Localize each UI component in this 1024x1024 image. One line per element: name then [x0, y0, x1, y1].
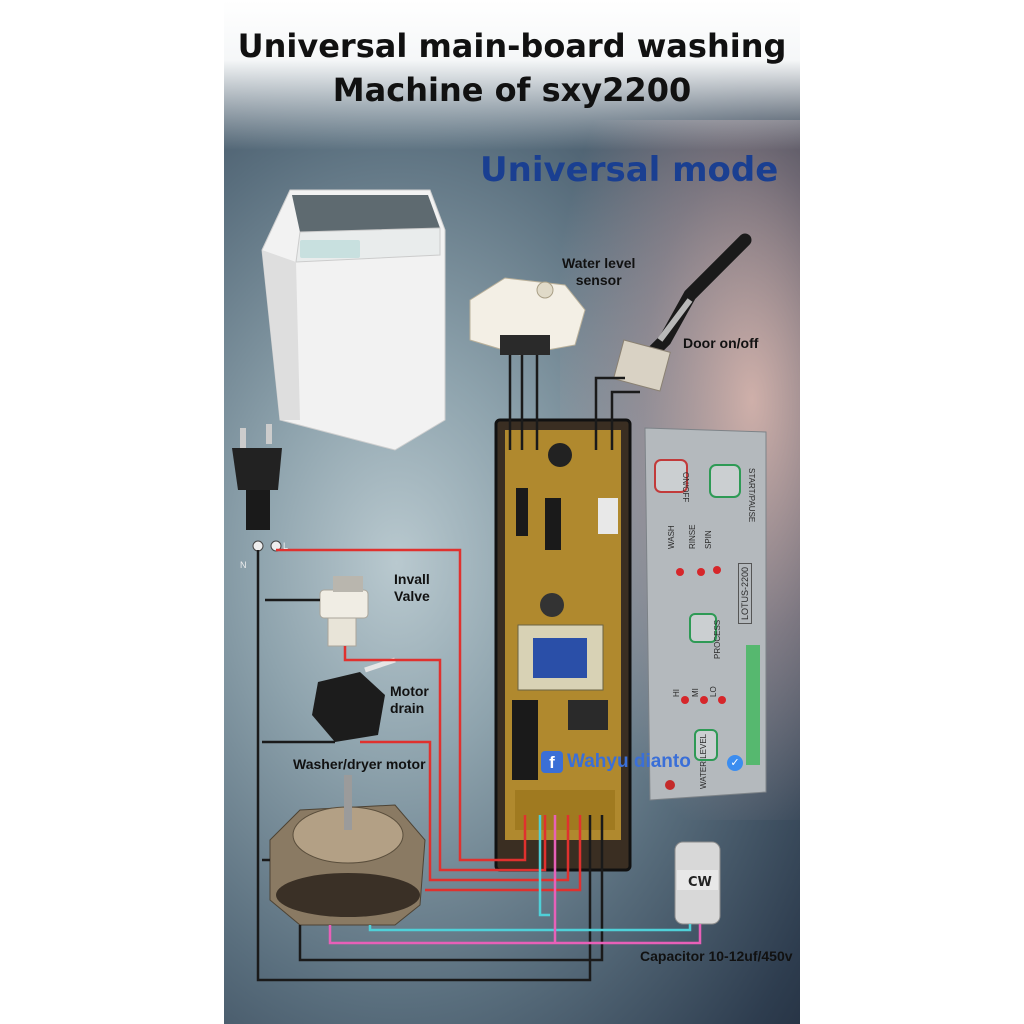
verified-icon: ✓ [727, 755, 743, 771]
label-water-level-sensor: Water level sensor [562, 255, 636, 288]
label-drain-motor: Motor drain [390, 683, 429, 716]
panel-spin: SPIN [704, 530, 713, 549]
panel-process: PROCESS [713, 619, 722, 659]
panel-rinse: RINSE [688, 524, 697, 549]
washing-machine [261, 189, 446, 451]
plug-pin-n: N [240, 560, 247, 570]
label-washer-motor: Washer/dryer motor [293, 756, 426, 772]
plug-pin-l: L [283, 541, 289, 551]
control-panel-overlay [644, 427, 767, 801]
drain-motor [312, 657, 396, 742]
label-inlet-valve: Invall Valve [394, 571, 430, 604]
washer-motor [269, 775, 426, 926]
inlet-valve [319, 576, 369, 647]
panel-on-off: ON/OFF [681, 472, 690, 503]
label-door-switch: Door on/off [683, 335, 759, 351]
panel-hi: HI [672, 689, 681, 697]
label-capacitor: Capacitor 10-12uf/450v [640, 948, 793, 964]
subtitle: Universal mode [480, 150, 779, 190]
watermark: Wahyu dianto [567, 751, 691, 772]
panel-start-pause: START/PAUSE [747, 468, 756, 523]
panel-water-level: WATER LEVEL [699, 733, 708, 789]
water-level-sensor [469, 277, 586, 356]
facebook-icon: f [541, 751, 563, 773]
title-line-1: Universal main-board washing [237, 27, 787, 65]
power-plug [232, 424, 282, 552]
panel-wash: WASH [667, 525, 676, 549]
panel-lo: LO [709, 686, 718, 697]
capacitor: CW [674, 841, 721, 925]
wires [256, 355, 702, 982]
main-board [494, 418, 632, 872]
panel-model: LOTUS-2200 [738, 562, 752, 624]
door-switch [612, 233, 752, 392]
panel-mi: MI [691, 688, 700, 697]
title-line-2: Machine of sxy2200 [332, 71, 692, 109]
svg-text:CW: CW [688, 875, 712, 890]
